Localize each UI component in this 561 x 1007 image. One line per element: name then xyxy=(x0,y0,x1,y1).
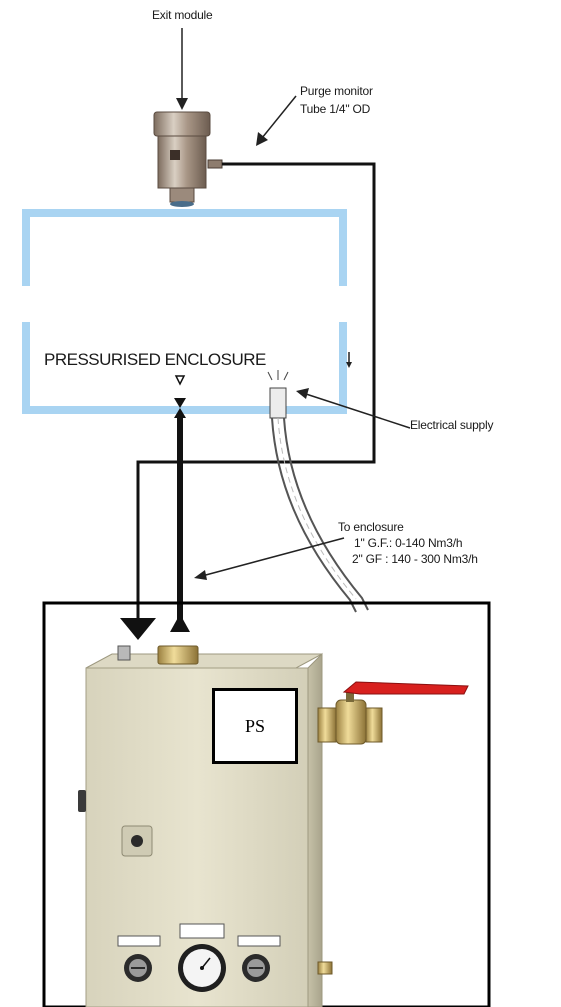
to-enclosure-pointer xyxy=(194,537,345,580)
flow-indicator-right xyxy=(242,954,270,982)
electrical-supply-pointer xyxy=(296,388,411,429)
to-enclosure-flow-2: 2" GF : 140 - 300 Nm3/h xyxy=(352,552,478,566)
pressure-gauge xyxy=(178,944,226,992)
exit-module-device xyxy=(153,111,223,207)
exit-module-label: Exit module xyxy=(152,8,213,22)
electrical-supply-label: Electrical supply xyxy=(410,418,494,432)
to-enclosure-label: To enclosure xyxy=(338,520,404,534)
purge-monitor-pointer xyxy=(256,95,297,146)
purge-monitor-tube-label: Tube 1/4" OD xyxy=(300,102,371,116)
purge-monitor-label: Purge monitor xyxy=(300,84,373,98)
to-enclosure-flow-1: 1" G.F.: 0-140 Nm3/h xyxy=(354,536,463,550)
purge-monitor-tube xyxy=(136,162,376,620)
return-line-arrow xyxy=(120,618,156,640)
flow-indicator-left xyxy=(124,954,152,982)
ps-label-box: PS xyxy=(212,688,298,764)
supply-line xyxy=(170,375,190,632)
electrical-cable xyxy=(267,370,369,613)
ball-valve xyxy=(317,681,469,745)
ps-label: PS xyxy=(244,715,266,736)
photo-frame xyxy=(42,601,491,1007)
exit-module-arrow xyxy=(176,28,188,110)
enclosure-label: PRESSURISED ENCLOSURE xyxy=(44,350,266,369)
pressurised-enclosure-outline xyxy=(22,209,352,414)
